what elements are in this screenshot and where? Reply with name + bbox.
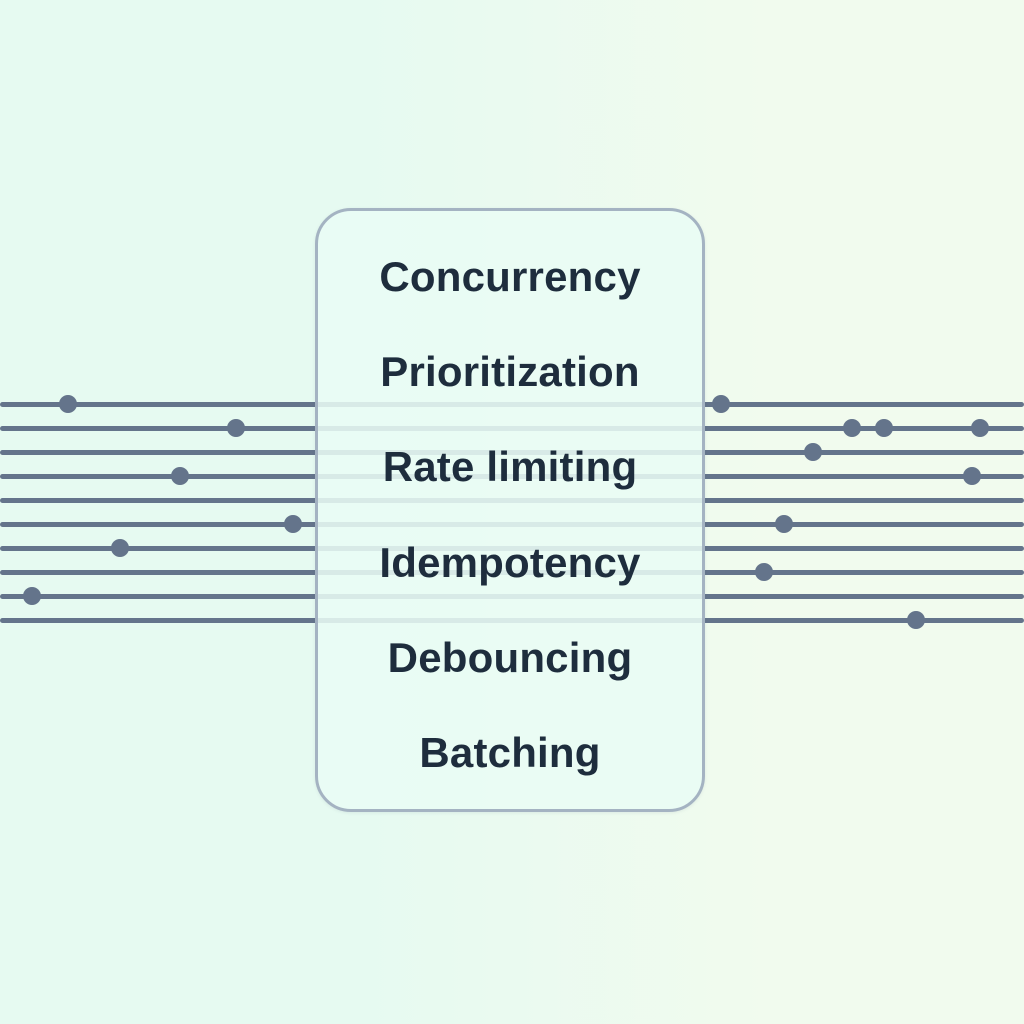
concept-item-batching: Batching	[318, 706, 702, 801]
packet-dot	[843, 419, 861, 437]
concept-label: Concurrency	[379, 252, 641, 300]
packet-dot	[907, 611, 925, 629]
concept-item-debouncing: Debouncing	[318, 610, 702, 705]
concept-label: Idempotency	[379, 538, 641, 586]
packet-dot	[227, 419, 245, 437]
concept-label: Prioritization	[380, 347, 640, 395]
concept-label: Rate limiting	[382, 443, 638, 491]
packet-dot	[804, 443, 822, 461]
concept-item-rate-limiting: Rate limiting	[318, 420, 702, 515]
concept-label: Debouncing	[387, 633, 633, 681]
packet-dot	[971, 419, 989, 437]
concept-item-idempotency: Idempotency	[318, 515, 702, 610]
packet-dot	[171, 467, 189, 485]
packet-dot	[775, 515, 793, 533]
packet-dot	[284, 515, 302, 533]
concept-card: Concurrency Prioritization Rate limiting…	[315, 208, 705, 812]
packet-dot	[59, 395, 77, 413]
packet-dot	[963, 467, 981, 485]
packet-dot	[111, 539, 129, 557]
concept-item-prioritization: Prioritization	[318, 324, 702, 419]
concept-item-concurrency: Concurrency	[318, 229, 702, 324]
packet-dot	[23, 587, 41, 605]
packet-dot	[875, 419, 893, 437]
packet-dot	[712, 395, 730, 413]
concept-label: Batching	[419, 729, 601, 777]
packet-dot	[755, 563, 773, 581]
